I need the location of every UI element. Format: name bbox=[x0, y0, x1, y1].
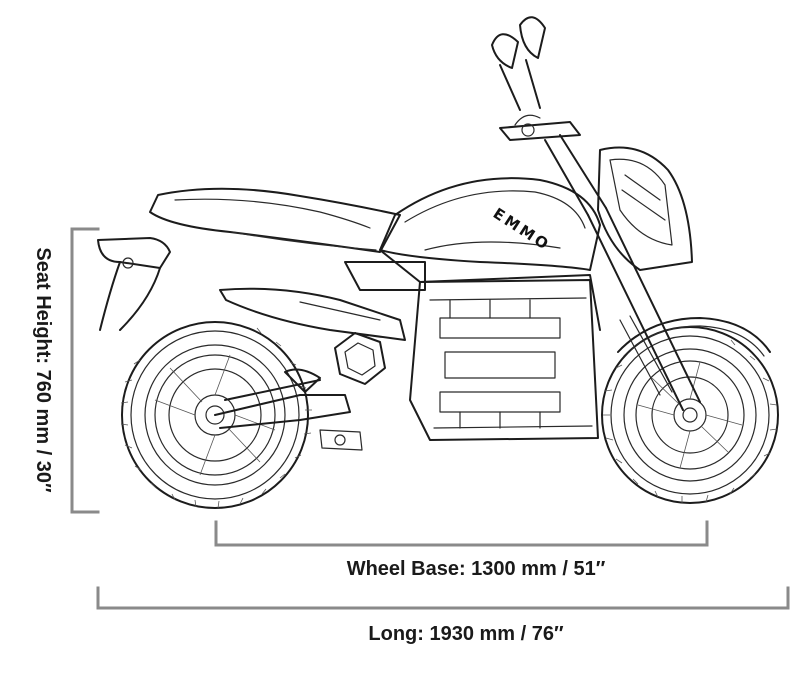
wheel-base-label: Wheel Base: 1300 mm / 51″ bbox=[347, 558, 606, 580]
seat-height-label: Seat Height: 760 mm / 30″ bbox=[32, 247, 54, 493]
length-bracket bbox=[96, 586, 790, 610]
motorcycle-illustration: EMMO bbox=[97, 16, 779, 509]
front-wheel bbox=[601, 317, 779, 504]
rear-wheel bbox=[120, 321, 312, 509]
motor-battery-block bbox=[334, 279, 599, 441]
front-fork bbox=[544, 134, 701, 411]
handlebar-mirrors bbox=[491, 16, 581, 141]
seat-tail bbox=[97, 187, 401, 331]
seat-height-dimension: Seat Height: 760 mm / 30″ bbox=[32, 227, 100, 514]
wheel-base-dimension: Wheel Base: 1300 mm / 51″ bbox=[214, 520, 709, 580]
seat-height-bracket bbox=[70, 227, 100, 514]
headlight-cowl bbox=[597, 146, 693, 271]
brand-logo-text: EMMO bbox=[490, 204, 554, 254]
frame-side-panel bbox=[219, 249, 601, 341]
length-dimension: Long: 1930 mm / 76″ bbox=[96, 586, 790, 645]
length-label: Long: 1930 mm / 76″ bbox=[368, 623, 564, 645]
swingarm bbox=[214, 368, 363, 451]
fuel-tank: EMMO bbox=[379, 177, 601, 271]
wheel-base-bracket bbox=[214, 520, 709, 547]
